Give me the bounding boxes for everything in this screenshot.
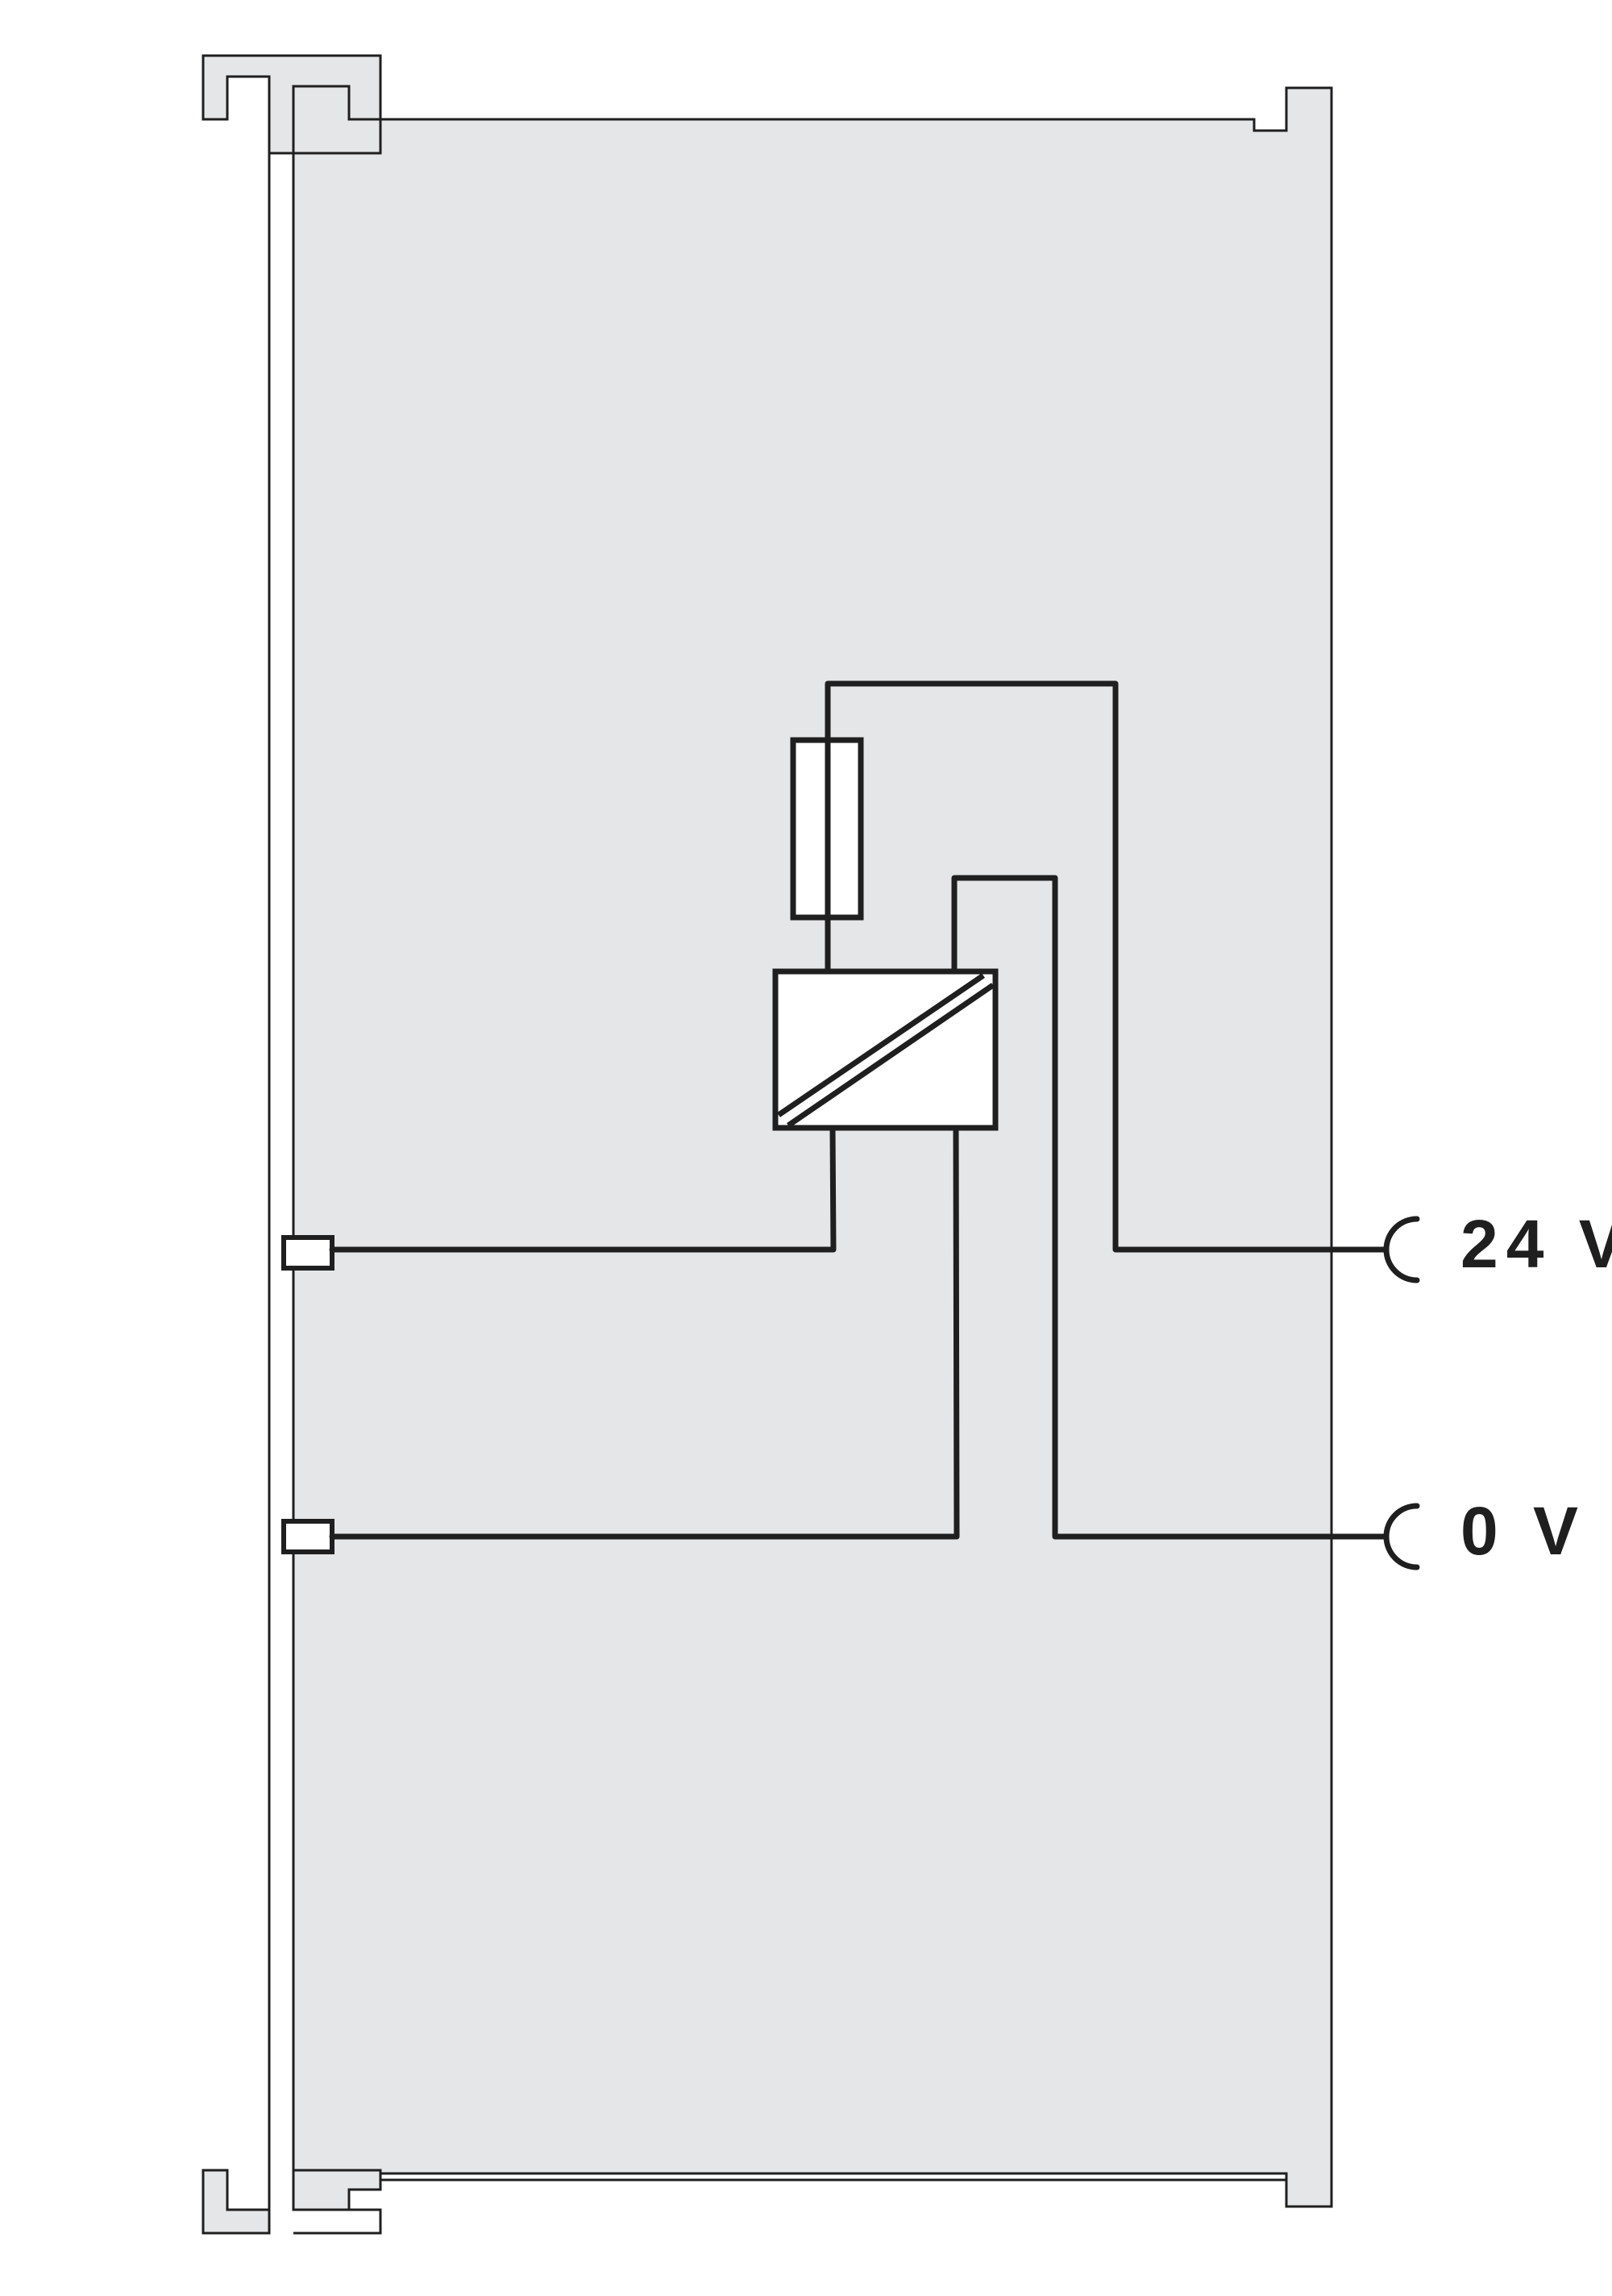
power-jumper-contact-upper: [281, 1235, 334, 1271]
wire-output-lower: [329, 1121, 960, 1540]
terminal-label-0v: 0 V: [1460, 1493, 1586, 1569]
power-jumper-contact-lower: [281, 1519, 334, 1554]
wire-output-upper: [329, 1125, 837, 1253]
terminal-label-24v: 24 V: [1460, 1206, 1612, 1282]
converter-diagonal-1: [777, 973, 985, 1117]
terminal-clamp-24v: [1383, 1216, 1420, 1283]
module-body: [292, 85, 1333, 2211]
rail-clip-bottom: [202, 2169, 271, 2235]
bottom-clip-lower: [292, 2170, 382, 2235]
converter-diagonal-2: [787, 983, 995, 1128]
converter-block: [772, 968, 999, 1131]
top-clip-recess: [292, 86, 382, 155]
wire-0v-feed: [951, 875, 1390, 1540]
bottom-clip-recess: [293, 2169, 1288, 2207]
terminal-clamp-0v: [1383, 1503, 1420, 1570]
